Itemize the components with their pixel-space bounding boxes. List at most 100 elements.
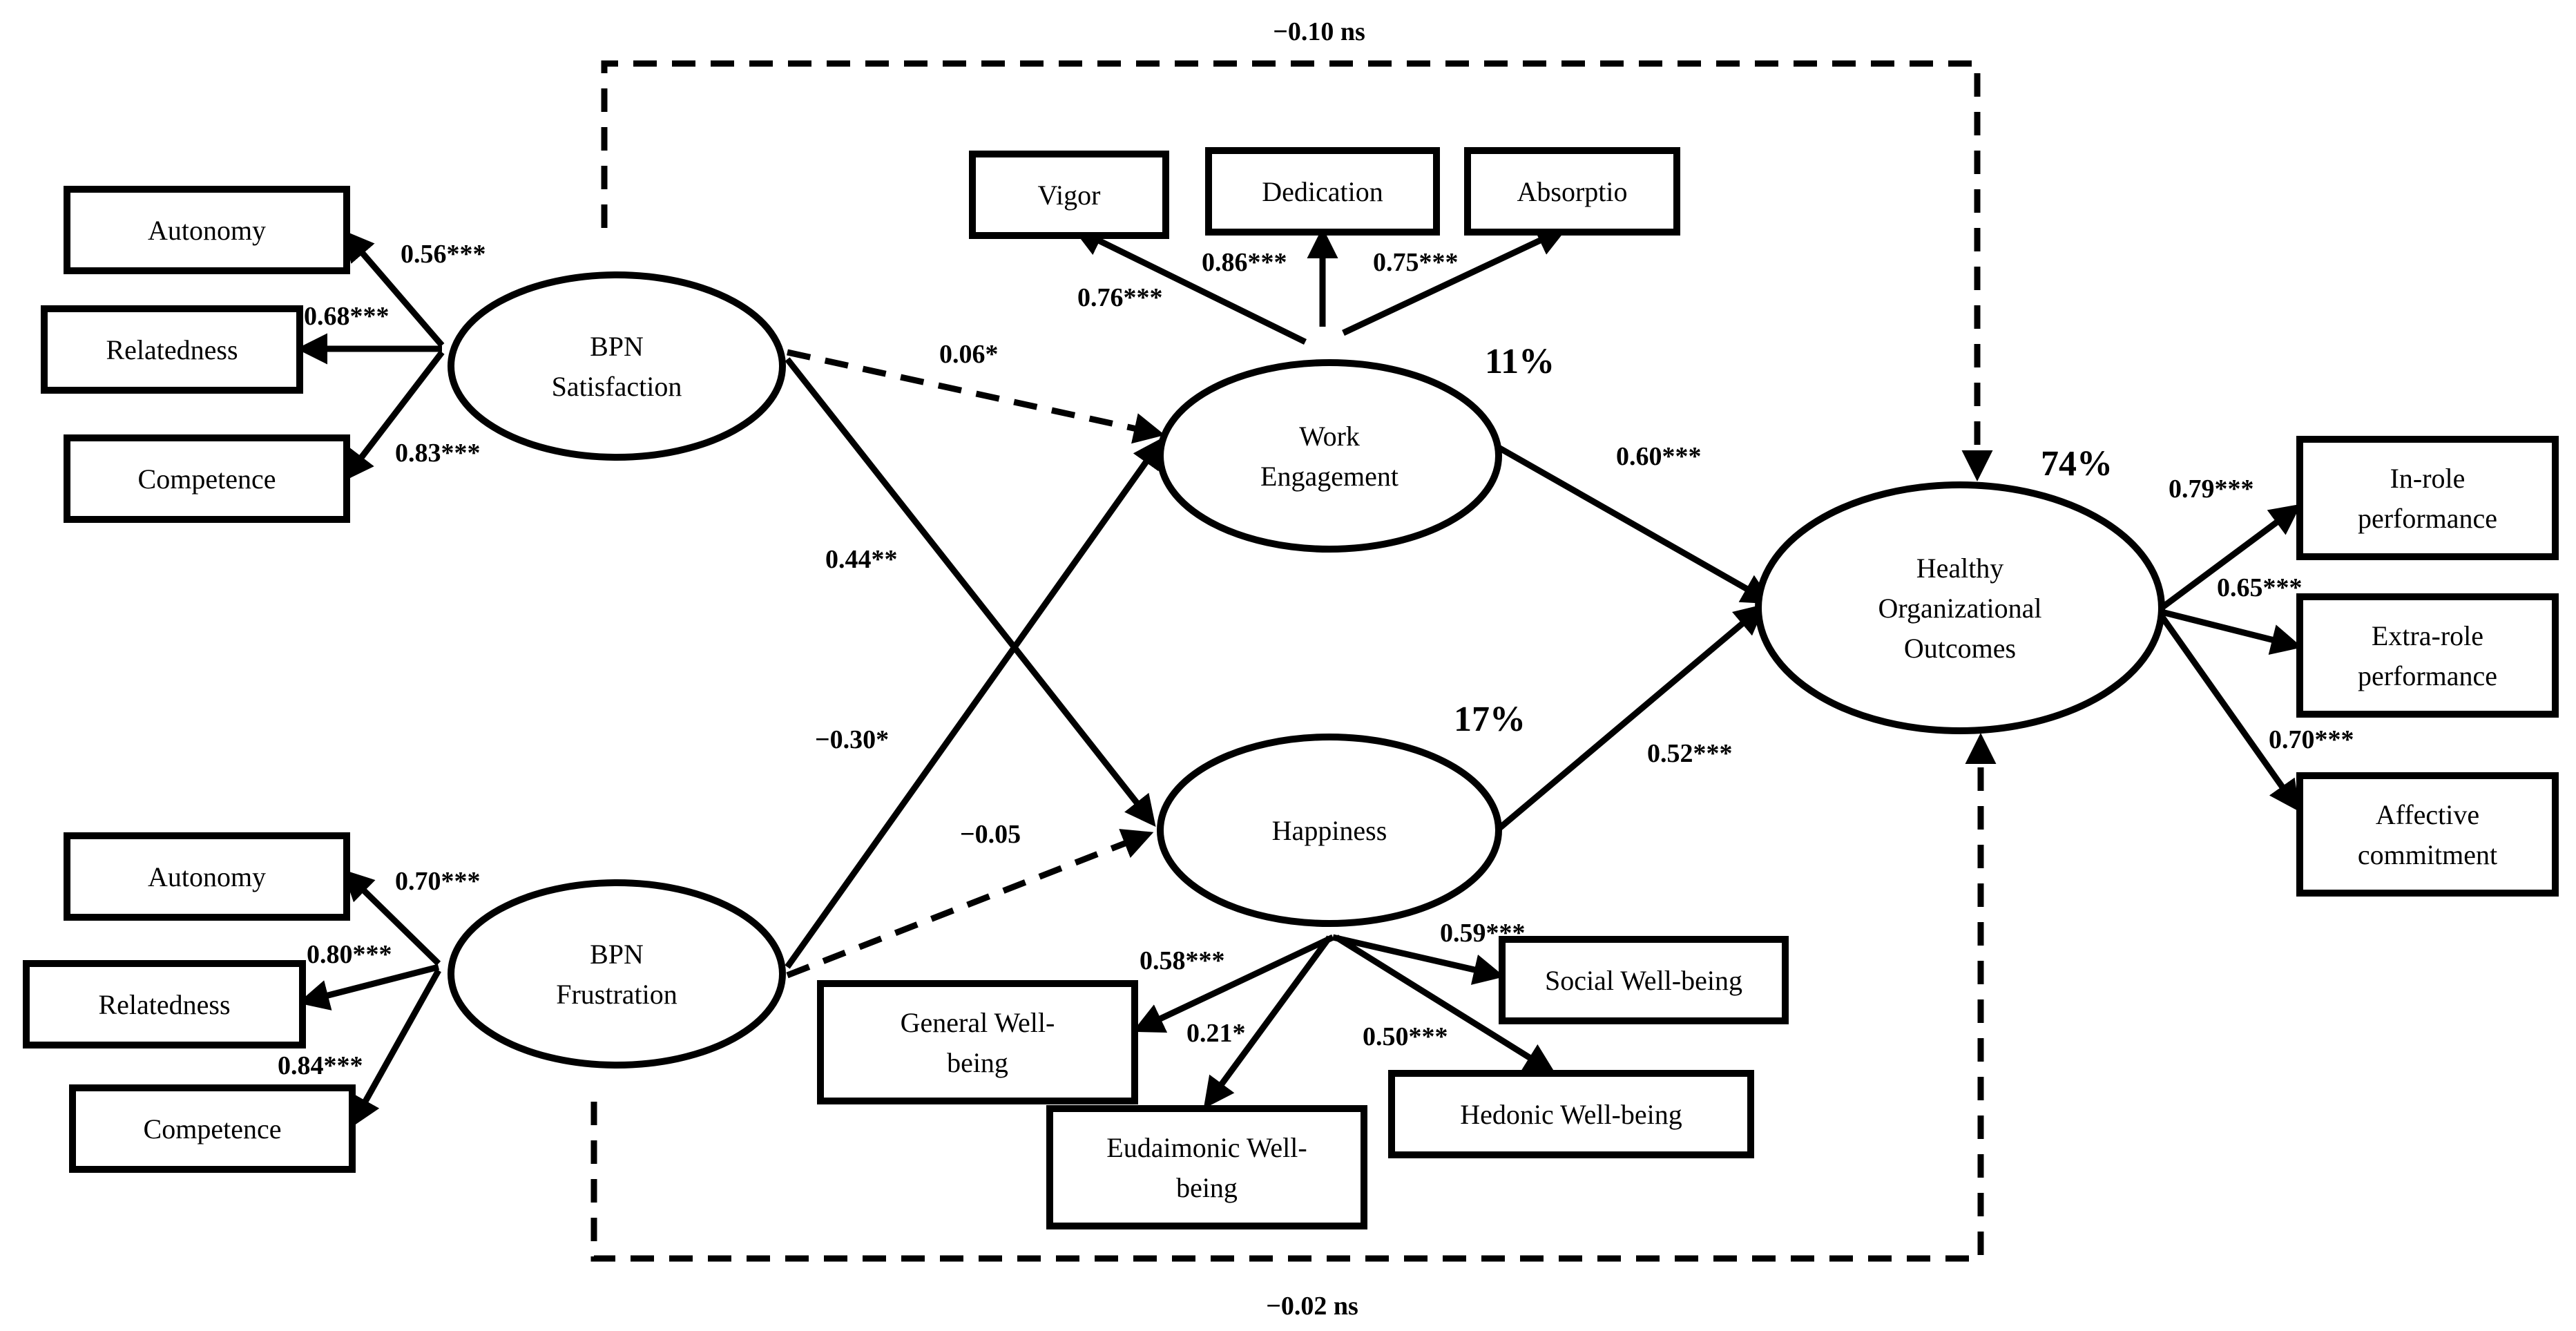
bpn-frustration-construct <box>448 879 786 1069</box>
happiness-construct <box>1157 734 1502 927</box>
general-well-being-box-label: being <box>947 1047 1008 1078</box>
coef-hap-to-hoo: 0.52*** <box>1647 739 1733 768</box>
frustration-competence-box-label: Competence <box>144 1113 282 1145</box>
hap-to-hoo-path <box>1497 604 1766 832</box>
hap-to-social-wb-path <box>1332 934 1505 985</box>
fru-to-hoo-direct-path <box>590 733 1997 1262</box>
coef-general-wb: 0.58*** <box>1140 946 1225 975</box>
hap-to-hedonic-wb-path <box>1334 935 1556 1074</box>
bpn-satisfaction-construct-label: BPN <box>590 331 644 362</box>
coef-hedonic-wb: 0.50*** <box>1363 1022 1448 1051</box>
fru-autonomy-path <box>342 869 441 966</box>
general-well-being-box <box>817 980 1138 1104</box>
eudaimonic-well-being-box <box>1046 1105 1367 1229</box>
sat-to-hoo-direct-path <box>601 60 1993 481</box>
work-engagement-construct-label: Work <box>1299 421 1360 452</box>
hoo-to-in-role-path <box>2160 504 2302 611</box>
coef-fru-competence: 0.84*** <box>278 1051 363 1080</box>
coef-sat-competence: 0.83*** <box>395 439 481 468</box>
satisfaction-competence-box <box>64 434 350 523</box>
satisfaction-relatedness-box <box>41 305 303 394</box>
r2-work-engagement: 11% <box>1485 342 1555 381</box>
fru-competence-path <box>350 968 441 1128</box>
healthy-organizational-outcomes-construct-label: Healthy <box>1916 553 2004 584</box>
r2-hoo: 74% <box>2041 444 2113 483</box>
coef-absorption: 0.75*** <box>1373 248 1459 277</box>
eudaimonic-well-being-box-label: being <box>1176 1172 1238 1203</box>
coef-sat-autonomy: 0.56*** <box>401 240 486 269</box>
affective-commitment-box <box>2296 772 2559 897</box>
in-role-performance-box-label: performance <box>2358 503 2497 534</box>
bpn-frustration-construct-label: Frustration <box>556 979 677 1010</box>
dedication-box-label: Dedication <box>1262 176 1383 207</box>
fru-to-hap-path <box>786 829 1154 979</box>
absorption-box <box>1464 147 1680 236</box>
frustration-autonomy-box-label: Autonomy <box>148 861 266 892</box>
frustration-relatedness-box <box>23 960 306 1048</box>
coef-vigor: 0.76*** <box>1077 283 1163 312</box>
social-well-being-box-label: Social Well-being <box>1545 965 1742 996</box>
fru-to-we-path <box>785 437 1164 969</box>
general-well-being-box-label: General Well- <box>901 1007 1055 1038</box>
satisfaction-autonomy-box-label: Autonomy <box>148 215 266 246</box>
frustration-autonomy-box <box>64 832 350 921</box>
coef-sat-to-hap: 0.44** <box>825 545 898 574</box>
coef-affective: 0.70*** <box>2269 725 2354 754</box>
work-engagement-construct-label: Engagement <box>1260 461 1398 492</box>
coef-sat-to-we: 0.06* <box>939 340 999 369</box>
coef-eudaimonic-wb: 0.21* <box>1186 1019 1246 1048</box>
social-well-being-box <box>1499 936 1789 1024</box>
coef-fru-autonomy: 0.70*** <box>395 867 481 896</box>
r2-happiness: 17% <box>1454 700 1526 739</box>
hoo-to-extra-role-path <box>2160 609 2303 655</box>
coef-sat-to-hoo: −0.10 ns <box>1273 17 1365 46</box>
extra-role-performance-box-label: Extra-role <box>2372 620 2483 651</box>
bpn-satisfaction-construct <box>448 271 786 461</box>
extra-role-performance-box <box>2296 593 2559 718</box>
affective-commitment-box-label: commitment <box>2358 839 2497 870</box>
bpn-frustration-construct-label: BPN <box>590 939 644 970</box>
dedication-box <box>1205 147 1440 236</box>
healthy-organizational-outcomes-construct-label: Organizational <box>1878 593 2042 624</box>
coef-sat-relatedness: 0.68*** <box>304 302 390 331</box>
coef-we-to-hoo: 0.60*** <box>1616 442 1702 471</box>
hap-to-general-wb-path <box>1132 934 1334 1033</box>
bpn-satisfaction-construct-label: Satisfaction <box>552 371 682 402</box>
hedonic-well-being-box-label: Hedonic Well-being <box>1460 1099 1682 1130</box>
healthy-organizational-outcomes-construct <box>1755 481 2165 734</box>
hoo-to-affective-path <box>2159 614 2300 812</box>
coef-fru-to-we: −0.30* <box>815 725 889 754</box>
sat-to-hap-path <box>785 357 1156 827</box>
happiness-construct-label: Happiness <box>1272 815 1387 846</box>
work-engagement-construct <box>1157 359 1502 553</box>
satisfaction-competence-box-label: Competence <box>138 463 276 495</box>
coef-dedication: 0.86*** <box>1202 248 1287 277</box>
in-role-performance-box <box>2296 436 2559 560</box>
sat-to-we-path <box>787 349 1165 444</box>
hap-to-eudaimonic-wb-path <box>1203 935 1332 1109</box>
coef-fru-to-hap: −0.05 <box>960 820 1021 849</box>
vigor-box <box>969 151 1169 239</box>
we-to-hoo-path <box>1497 445 1774 604</box>
sat-autonomy-path <box>343 230 445 347</box>
frustration-competence-box <box>69 1084 356 1173</box>
coef-fru-relatedness: 0.80*** <box>307 940 392 969</box>
affective-commitment-box-label: Affective <box>2376 799 2479 830</box>
extra-role-performance-box-label: performance <box>2358 660 2497 691</box>
satisfaction-relatedness-box-label: Relatedness <box>106 334 238 365</box>
absorption-box-label: Absorptio <box>1517 176 1628 207</box>
absorption-path <box>1342 226 1568 336</box>
frustration-relatedness-box-label: Relatedness <box>98 989 230 1020</box>
sat-competence-path <box>343 350 445 482</box>
coef-fru-to-hoo: −0.02 ns <box>1266 1292 1358 1321</box>
coef-extra-role: 0.65*** <box>2217 573 2303 602</box>
hedonic-well-being-box <box>1388 1070 1754 1158</box>
vigor-box-label: Vigor <box>1038 180 1101 211</box>
coef-social-wb: 0.59*** <box>1440 919 1526 948</box>
in-role-performance-box-label: In-role <box>2390 463 2466 494</box>
coef-in-role: 0.79*** <box>2169 475 2254 504</box>
eudaimonic-well-being-box-label: Eudaimonic Well- <box>1106 1132 1307 1163</box>
satisfaction-autonomy-box <box>64 186 350 274</box>
vigor-path <box>1071 227 1307 345</box>
